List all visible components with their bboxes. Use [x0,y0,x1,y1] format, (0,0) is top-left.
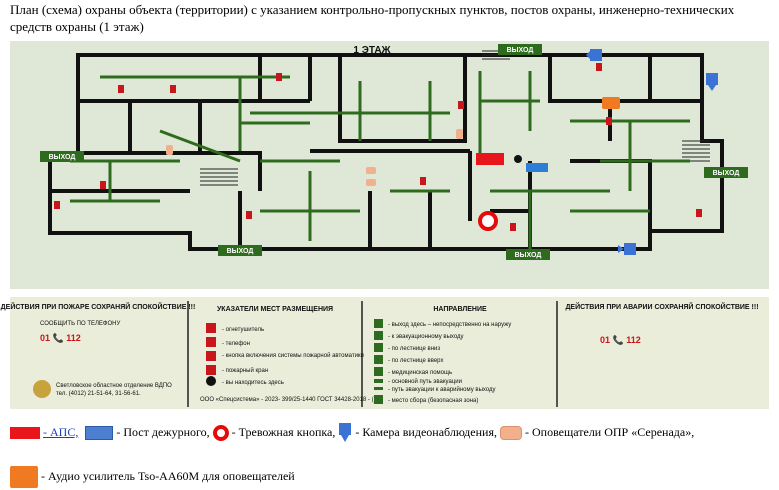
alarm-label: - Тревожная кнопка, [231,424,336,439]
post-label: - Пост дежурного, [116,424,210,439]
panel-dividers [187,301,558,407]
exit-signs: ВЫХОД ВЫХОД ВЫХОД ВЫХОД ВЫХОД [40,44,748,260]
speaker-label: - Оповещатели ОПР «Серенада», [524,424,695,439]
accident-phone: 01 📞 112 [600,334,641,345]
alarm-button-marker [478,211,498,231]
fire-equipment [54,63,702,231]
floor-plan: ВЫХОД ВЫХОД ВЫХОД ВЫХОД ВЫХОД 1 ЭТАЖ [10,41,769,289]
you-are-here-marker [514,155,522,163]
call-label: СООБЩИТЬ ПО ТЕЛЕФОНУ [40,321,120,327]
instructions-drawing: ДЕЙСТВИЯ ПРИ ПОЖАРЕ СОХРАНЯЙ СПОКОЙСТВИЕ… [1,297,769,409]
floor-plan-drawing: ВЫХОД ВЫХОД ВЫХОД ВЫХОД ВЫХОД 1 ЭТАЖ [40,44,748,260]
camera-icon [339,423,352,442]
svg-text:ВЫХОД: ВЫХОД [227,248,254,255]
post-swatch [85,426,114,440]
exit-sign: ВЫХОД [704,167,748,178]
exit-sign: ВЫХОД [218,245,262,256]
org-name: Светловское областное отделение ВДПО [56,383,172,389]
camera-icon [586,49,602,61]
svg-text:ВЫХОД: ВЫХОД [515,252,542,259]
evacuation-routes [70,71,690,251]
org-phone: тел. (4012) 21-51-64, 31-56-61. [56,391,141,397]
floor-label: 1 ЭТАЖ [353,45,391,56]
direction-icons [374,319,383,404]
direction-item: - место сбора (безопасная зона) [388,398,478,404]
direction-item: - выход здесь – непосредственно на наруж… [388,322,511,328]
amplifier-swatch [10,466,38,488]
placement-item: - пожарный кран [222,367,268,374]
direction-item: - по лестнице вниз [388,346,440,352]
fire-phone: 01 📞 112 [40,332,81,343]
walls [48,53,724,251]
camera-label: - Камера видеонаблюдения, [355,424,497,439]
accident-actions-heading: ДЕЙСТВИЯ ПРИ АВАРИИ СОХРАНЯЙ СПОКОЙСТВИЕ… [565,302,758,311]
svg-text:ВЫХОД: ВЫХОД [49,154,76,161]
direction-item: - путь эвакуации к аварийному выходу [388,386,496,393]
placement-item: - телефон [222,341,250,347]
direction-item: - к эвакуационному выходу [388,334,464,340]
svg-text:ВЫХОД: ВЫХОД [713,170,740,177]
amplifier-label: - Аудио усилитель Tso-AA60M для оповещат… [41,468,295,483]
camera-markers [586,49,718,255]
fire-actions-heading: ДЕЙСТВИЯ ПРИ ПОЖАРЕ СОХРАНЯЙ СПОКОЙСТВИЕ… [1,302,196,311]
exit-sign: ВЫХОД [506,249,550,260]
page-title: План (схема) охраны объекта (территории)… [10,2,735,34]
aps-marker [476,153,504,165]
direction-item: - медицинская помощь [388,370,452,376]
placement-icons [206,323,216,386]
speaker-swatch [499,426,522,440]
direction-item: - основной путь эвакуации [388,378,462,385]
placement-heading: УКАЗАТЕЛИ МЕСТ РАЗМЕЩЕНИЯ [217,306,333,313]
placement-item: - огнетушитель [222,327,264,333]
speaker-markers [166,129,463,186]
org-emblem-icon [33,380,51,398]
instructions-panel: ДЕЙСТВИЯ ПРИ ПОЖАРЕ СОХРАНЯЙ СПОКОЙСТВИЕ… [1,297,769,409]
aps-swatch [10,427,40,439]
post-marker [526,163,548,172]
camera-icon [618,243,636,255]
alarm-button-icon [212,425,229,441]
svg-text:ВЫХОД: ВЫХОД [507,47,534,54]
legend-row-1: - АПС, - Пост дежурного, - Тревожная кно… [10,423,694,443]
camera-icon [706,73,718,91]
exit-sign: ВЫХОД [498,44,542,55]
aps-label: - АПС, [43,424,79,439]
exit-sign: ВЫХОД [40,151,84,162]
company-line: ООО «Спецсистема» - 2023- 399/25-1440 ГО… [200,397,377,403]
legend-row-2: - Аудио усилитель Tso-AA60M для оповещат… [10,466,295,488]
placement-item: - кнопка включения системы пожарной авто… [222,352,364,359]
amplifier-marker [602,97,620,109]
stairs [200,50,710,186]
direction-item: - по лестнице вверх [388,358,443,364]
direction-heading: НАПРАВЛЕНИЕ [433,306,487,313]
placement-item: - вы находитесь здесь [222,380,284,386]
